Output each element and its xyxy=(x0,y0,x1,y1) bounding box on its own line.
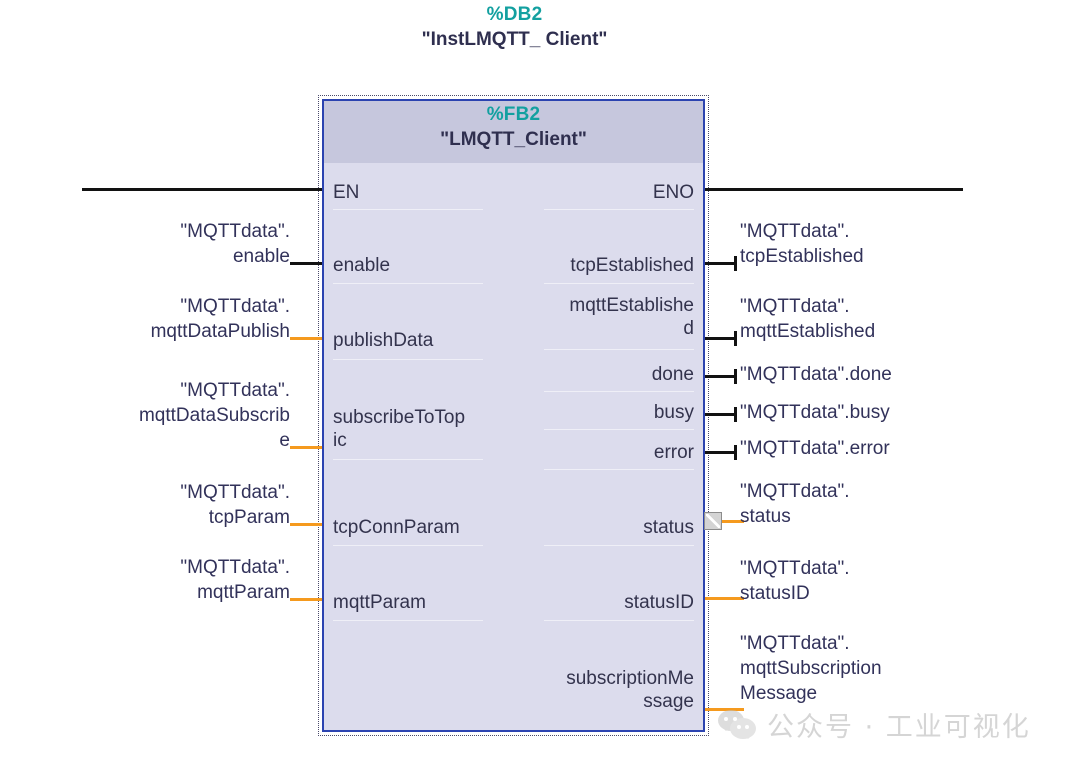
instance-db-caption: %DB2 "InstLMQTT_ Client" xyxy=(412,2,617,52)
row-separator xyxy=(333,283,483,284)
wire-publish-data[interactable] xyxy=(290,337,322,340)
operand-done[interactable]: "MQTTdata".done xyxy=(740,364,892,385)
port-error[interactable]: error xyxy=(653,442,694,463)
wire-terminator xyxy=(734,407,737,422)
wechat-icon xyxy=(718,709,758,740)
row-separator xyxy=(544,545,694,546)
function-block-lmqtt-client[interactable]: %FB2 "LMQTT_Client" EN ENO enable publis… xyxy=(322,99,705,732)
port-status[interactable]: status xyxy=(643,517,694,538)
wire-tcp-established[interactable] xyxy=(705,262,737,265)
wire-enable[interactable] xyxy=(290,262,322,265)
block-header: %FB2 "LMQTT_Client" xyxy=(324,101,703,163)
wire-subscription-message[interactable] xyxy=(705,708,744,711)
wire-done[interactable] xyxy=(705,375,737,378)
block-fb-number: %FB2 xyxy=(486,104,541,125)
operand-status-id[interactable]: "MQTTdata". statusID xyxy=(740,558,850,604)
operand-subscribe-topic[interactable]: "MQTTdata". mqttDataSubscrib e xyxy=(138,380,290,451)
wire-terminator xyxy=(734,256,737,271)
port-mqtt-param[interactable]: mqttParam xyxy=(333,592,426,613)
row-separator xyxy=(544,283,694,284)
port-subscribe-to-topic[interactable]: subscribeToTop ic xyxy=(333,407,466,451)
wire-terminator xyxy=(734,445,737,460)
row-separator xyxy=(544,209,694,210)
watermark-text: 公众号 · 工业可视化 xyxy=(767,712,1031,743)
port-eno[interactable]: ENO xyxy=(652,182,694,203)
wire-terminator xyxy=(734,331,737,346)
operand-status[interactable]: "MQTTdata". status xyxy=(740,481,850,527)
wire-subscribe-topic[interactable] xyxy=(290,446,322,449)
port-en[interactable]: EN xyxy=(333,182,360,203)
wire-status[interactable] xyxy=(722,520,744,523)
wire-status-id[interactable] xyxy=(705,597,744,600)
eno-power-rail[interactable] xyxy=(705,188,963,191)
row-separator xyxy=(544,349,694,350)
row-separator xyxy=(333,620,483,621)
wire-busy[interactable] xyxy=(705,413,737,416)
port-busy[interactable]: busy xyxy=(653,402,694,423)
instance-db-number: %DB2 xyxy=(486,4,543,25)
operand-mqtt-param[interactable]: "MQTTdata". mqttParam xyxy=(180,557,290,603)
port-tcp-conn-param[interactable]: tcpConnParam xyxy=(333,517,460,538)
operand-publish-data[interactable]: "MQTTdata". mqttDataPublish xyxy=(150,296,290,342)
operand-busy[interactable]: "MQTTdata".busy xyxy=(740,402,890,423)
port-enable[interactable]: enable xyxy=(333,255,391,276)
port-publish-data[interactable]: publishData xyxy=(333,330,434,351)
port-done[interactable]: done xyxy=(651,364,694,385)
row-separator xyxy=(544,391,694,392)
en-power-rail[interactable] xyxy=(82,188,322,191)
watermark: 公众号 · 工业可视化 xyxy=(718,705,1031,744)
operand-subscription-message[interactable]: "MQTTdata". mqttSubscription Message xyxy=(740,633,882,704)
wire-tcp-param[interactable] xyxy=(290,523,322,526)
wire-mqtt-param[interactable] xyxy=(290,598,322,601)
row-separator xyxy=(333,459,483,460)
wire-mqtt-established[interactable] xyxy=(705,337,737,340)
operand-tcp-param[interactable]: "MQTTdata". tcpParam xyxy=(180,482,290,528)
port-subscription-message[interactable]: subscriptionMe ssage xyxy=(566,668,694,712)
operand-error[interactable]: "MQTTdata".error xyxy=(740,438,890,459)
port-tcp-established[interactable]: tcpEstablished xyxy=(570,255,694,276)
row-separator xyxy=(333,209,483,210)
operand-mqtt-established[interactable]: "MQTTdata". mqttEstablished xyxy=(740,296,876,342)
wire-crossing-marker xyxy=(704,512,722,530)
wire-error[interactable] xyxy=(705,451,737,454)
row-separator xyxy=(333,545,483,546)
wire-terminator xyxy=(734,369,737,384)
block-fb-name: "LMQTT_Client" xyxy=(440,129,587,150)
row-separator xyxy=(333,359,483,360)
operand-enable[interactable]: "MQTTdata". enable xyxy=(180,221,290,267)
row-separator xyxy=(544,429,694,430)
instance-db-name: "InstLMQTT_ Client" xyxy=(421,29,608,50)
row-separator xyxy=(544,620,694,621)
operand-tcp-established[interactable]: "MQTTdata". tcpEstablished xyxy=(740,221,864,267)
port-mqtt-established[interactable]: mqttEstablishe d xyxy=(569,295,694,339)
port-status-id[interactable]: statusID xyxy=(624,592,694,613)
row-separator xyxy=(544,469,694,470)
